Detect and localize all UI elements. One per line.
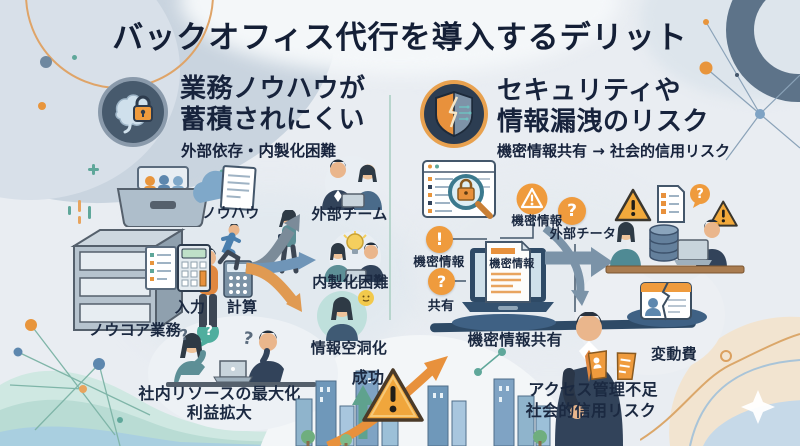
label-doc-confidential: 機密情報 [489,257,535,270]
label-external-team: 外部チーム [311,205,388,223]
external-desk-scene [605,184,745,284]
connector-lines [452,212,534,282]
suit-man-illustration [555,312,623,446]
right-subtitle: 機密情報共有 → 社会的信用リスク [497,142,731,160]
torn-card-pieces [588,350,637,381]
cracked-id-card [640,282,692,321]
left-heading-line2: 蓄積されにくい [180,105,365,135]
external-team-illustration [322,156,382,210]
alert-badge-confidential: ! [426,226,453,253]
label-internalization: 内製化困難 [312,273,389,291]
page-title: バックオフィス代行を導入するデリット [112,20,688,56]
label-input: 入力 [174,298,206,316]
archive-drawer-icon [116,166,210,227]
brain-lock-icon [98,77,168,147]
decor-network-topright [699,19,800,161]
document-calculator-icon [145,244,211,292]
label-internal-resources: 社内リソースの最大化 [138,384,301,403]
label-confidential-sharing: 機密情報共有 [467,331,563,349]
label-calculation: 計算 [226,298,258,316]
browser-search-lock-icon [422,160,496,219]
laptop-confidential-doc [462,240,554,312]
label-confidential-left: 機密情報 [413,254,465,269]
decor-dot-orange [38,102,46,110]
calculator-icon [223,260,253,298]
label-social-credit-risk: 社会的信用リスク [525,401,657,420]
label-knowhow: ノウハウ [202,206,260,222]
label-external-data: 外部チータ [549,227,617,242]
question-badge-external: ? [558,197,586,225]
label-info-hollowing: 情報空洞化 [310,339,388,357]
decor-dot-blue [40,56,52,68]
decor-curves-bottomright [640,333,800,446]
label-confidential-top: 機密情報 [511,213,563,228]
warning-triangle-large [362,368,424,422]
internalization-illustration [324,231,384,282]
section-divider [389,95,391,320]
label-share: 共有 [427,299,455,314]
right-heading-line2: 情報漏洩のリスク [497,107,710,137]
label-variable-cost: 変動費 [651,345,697,363]
thinking-pair-illustration [166,327,316,387]
label-success: 成功 [351,368,385,387]
decor-constellation-city [474,348,506,376]
flow-arrows-right [542,224,613,312]
question-bubble-glyph: ? [205,324,213,339]
branch-arrows [245,214,316,312]
decor-dot-teal [72,55,77,60]
pedestal-left [452,314,556,331]
label-noncore-work: ノウコア業務 [89,321,181,339]
warning-badge-confidential [516,183,548,215]
label-access-management: アクセス管理不足 [528,380,658,399]
question-bubble-desk-glyph: ? [696,187,704,202]
left-subtitle: 外部依存・内製化困難 [181,142,337,160]
label-profit-expansion: 利益拡大 [186,403,253,422]
decor-constellation-bottomleft [9,319,151,446]
left-heading-line1: 業務ノウハウが [180,74,366,104]
info-hollowing-avatar [317,290,374,341]
right-heading-line1: セキュリティや [497,76,681,106]
shelf-icon [70,228,186,332]
shield-crack-icon [420,80,488,148]
running-person [217,224,241,271]
question-badge-share: ? [428,268,455,295]
cloud-documents-icon [193,165,257,211]
